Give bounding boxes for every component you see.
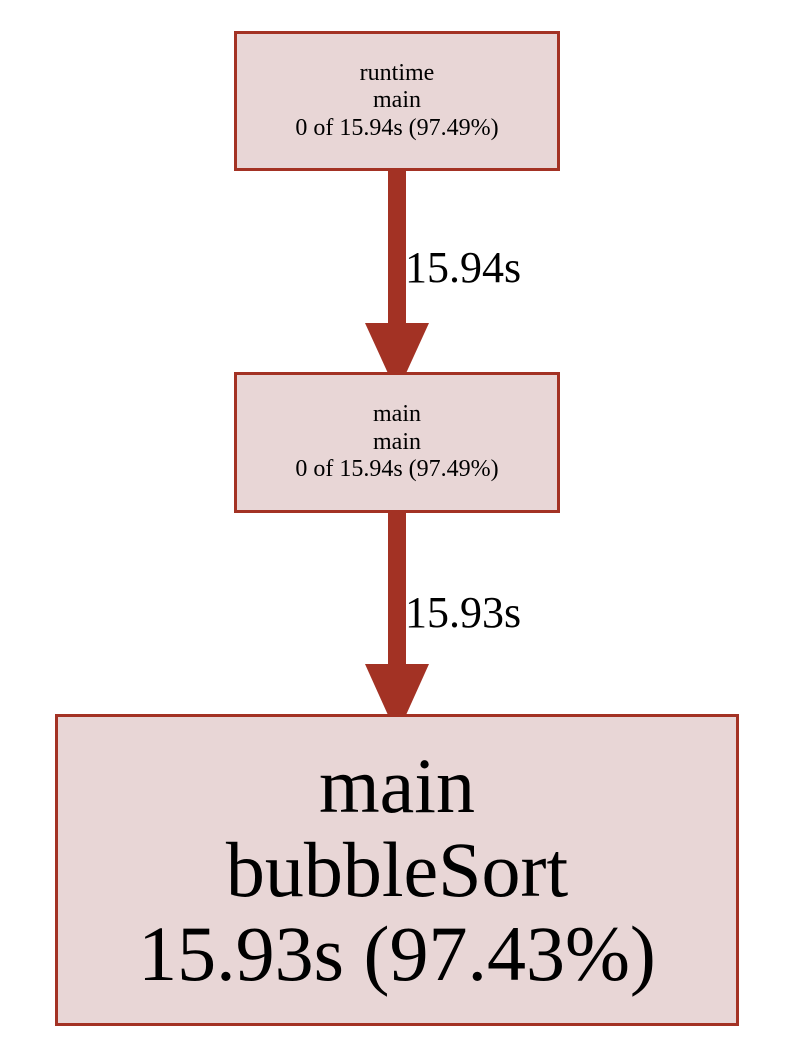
node-stats: 0 of 15.94s (97.49%)	[295, 456, 499, 483]
edge-label-runtime-main-to-main-main: 15.94s	[405, 243, 522, 292]
node-stats: 15.93s (97.43%)	[138, 910, 656, 998]
node-function: main	[373, 87, 421, 114]
node-function: main	[373, 428, 421, 455]
node-package: runtime	[359, 59, 435, 86]
node-stats: 0 of 15.94s (97.49%)	[295, 114, 499, 141]
edge-main-main-to-main-bubblesort	[365, 513, 429, 735]
node-main-main[interactable]: main main 0 of 15.94s (97.49%)	[234, 372, 560, 513]
edge-arrowhead	[365, 323, 429, 393]
node-runtime-main[interactable]: runtime main 0 of 15.94s (97.49%)	[234, 31, 560, 171]
edge-arrowhead	[365, 664, 429, 735]
edge-runtime-main-to-main-main	[365, 171, 429, 393]
edge-label-main-main-to-main-bubblesort: 15.93s	[405, 588, 522, 637]
node-main-bubblesort[interactable]: main bubbleSort 15.93s (97.43%)	[55, 714, 739, 1026]
node-package: main	[319, 741, 475, 829]
node-package: main	[373, 401, 421, 428]
node-function: bubbleSort	[225, 825, 569, 913]
